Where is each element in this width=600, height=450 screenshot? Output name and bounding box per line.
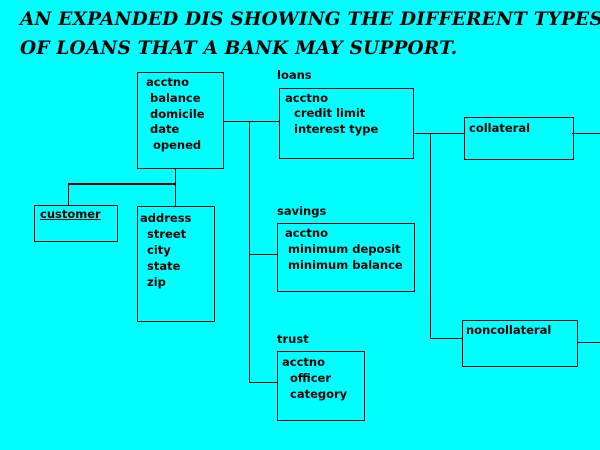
loans-entity-box	[279, 88, 414, 159]
connector-line	[249, 121, 250, 383]
trust-field: officer	[290, 371, 332, 385]
trust-entity-box	[277, 351, 365, 421]
noncollateral-label: noncollateral	[466, 323, 552, 337]
customer-label: customer	[40, 207, 101, 221]
address-field: city	[147, 243, 171, 257]
connector-line	[249, 254, 277, 255]
connector-line	[68, 183, 176, 185]
savings-field: acctno	[285, 226, 328, 240]
connector-line	[577, 342, 600, 343]
connector-line	[572, 133, 600, 134]
collateral-label: collateral	[469, 121, 531, 135]
address-field: zip	[147, 275, 166, 289]
loans-field: interest type	[294, 122, 379, 136]
noncollateral-entity-box	[462, 320, 578, 367]
loans-field: acctno	[285, 91, 328, 105]
connector-line	[430, 133, 431, 339]
account-field: balance	[150, 91, 201, 105]
diagram-title-line-2: OF LOANS THAT A BANK MAY SUPPORT.	[20, 38, 458, 59]
loans-field: credit limit	[294, 106, 366, 120]
connector-line	[223, 121, 279, 122]
address-entity-box	[137, 206, 215, 322]
connector-line	[175, 168, 176, 184]
loans-label: loans	[277, 68, 312, 82]
savings-label: savings	[277, 204, 327, 218]
trust-field: category	[290, 387, 348, 401]
connector-line	[249, 382, 277, 383]
connector-line	[413, 133, 464, 134]
address-field: state	[147, 259, 181, 273]
savings-field: minimum balance	[288, 258, 403, 272]
trust-field: acctno	[282, 355, 325, 369]
address-field: street	[147, 227, 187, 241]
connector-line	[175, 184, 176, 206]
connector-line	[430, 338, 462, 339]
account-field: opened	[153, 138, 202, 152]
customer-entity-box	[34, 205, 118, 242]
address-field: address	[140, 211, 192, 225]
collateral-entity-box	[464, 117, 574, 160]
connector-line	[68, 183, 69, 205]
account-entity-box	[137, 72, 224, 169]
diagram-title-line-1: AN EXPANDED DIS SHOWING THE DIFFERENT TY…	[20, 9, 600, 30]
savings-field: minimum deposit	[288, 242, 401, 256]
savings-entity-box	[277, 223, 415, 292]
account-field: domicile	[150, 107, 205, 121]
account-field: acctno	[146, 75, 189, 89]
account-field: date	[150, 122, 180, 136]
trust-label: trust	[277, 332, 309, 346]
